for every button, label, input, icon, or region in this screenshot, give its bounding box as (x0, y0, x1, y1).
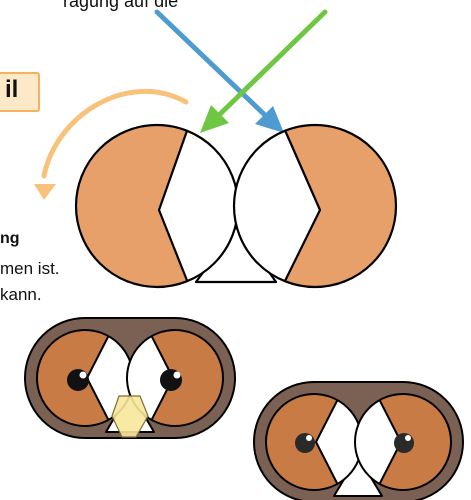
pupil (394, 433, 414, 453)
large-eye-diagram (76, 125, 396, 287)
owl-eyes-forward (25, 318, 235, 438)
pupil (295, 433, 315, 453)
owl-eyes-inward (254, 382, 463, 500)
pupil (67, 369, 89, 391)
